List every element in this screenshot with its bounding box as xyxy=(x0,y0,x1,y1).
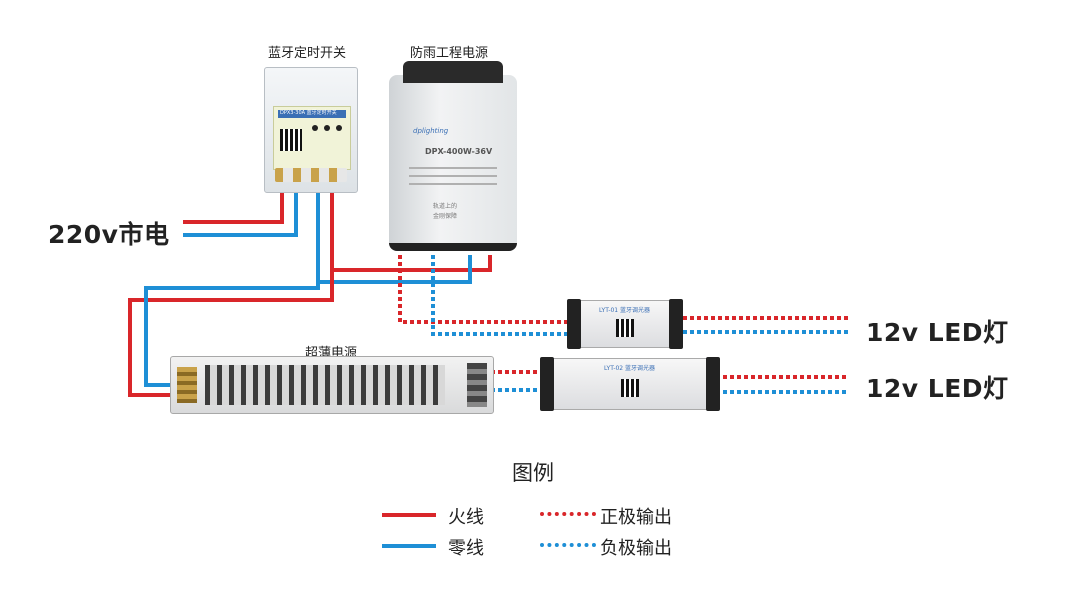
dimmer2-input-terminal xyxy=(540,357,554,411)
mains-label: 220v市电 xyxy=(48,220,170,249)
dimmer2-output-terminal xyxy=(706,357,720,411)
rainproof-mount-bracket xyxy=(403,61,503,83)
timer-button-icon xyxy=(336,125,342,131)
rainproof-negative-output xyxy=(431,255,572,336)
dimmer1-input-terminal xyxy=(567,299,581,349)
timer-qr-code-icon xyxy=(280,129,302,151)
led-output-label-2: 12v LED灯 xyxy=(866,374,1009,403)
legend-live-swatch xyxy=(382,513,436,517)
timer-switch-label: 蓝牙定时开关 xyxy=(268,46,347,61)
rainproof-slogan-2: 金刚保障 xyxy=(433,213,458,220)
dimmer1-qr-code-icon xyxy=(616,319,634,337)
timer-to-rainproof-neutral xyxy=(316,190,472,284)
timer-terminal-block xyxy=(275,168,347,182)
bluetooth-timer-switch: DPX3-30A 蓝牙定时开关 xyxy=(264,67,358,193)
rainproof-power-supply: dplighting DPX-400W-36V 轨道上的 金刚保障 xyxy=(389,61,517,251)
legend-title: 图例 xyxy=(512,461,554,485)
timer-model-text: DPX3-30A 蓝牙定时开关 xyxy=(280,110,337,116)
slim-input-terminal xyxy=(177,367,197,403)
legend-negative-swatch xyxy=(540,543,596,547)
rainproof-brand: dplighting xyxy=(413,127,449,135)
rainproof-supply-label: 防雨工程电源 xyxy=(410,46,489,61)
slim-vent-grille xyxy=(205,365,445,405)
timer-to-slim-neutral xyxy=(144,282,320,387)
spec-line xyxy=(409,183,497,185)
timer-model-strip xyxy=(278,110,346,118)
slim-power-supply xyxy=(170,356,494,414)
legend-neutral-swatch xyxy=(382,544,436,548)
dimmer1-model: LYT-01 蓝牙调光器 xyxy=(599,307,651,314)
legend-negative-label: 负极输出 xyxy=(600,538,672,559)
legend-positive-label: 正极输出 xyxy=(600,507,672,528)
timer-button-icon xyxy=(312,125,318,131)
dimmer2-model: LYT-02 蓝牙调光器 xyxy=(604,365,656,372)
bluetooth-dimmer-2: LYT-02 蓝牙调光器 xyxy=(540,357,720,411)
led-output-label-1: 12v LED灯 xyxy=(866,318,1009,347)
dimmer2-qr-code-icon xyxy=(621,379,639,397)
slim-output-terminal xyxy=(467,363,487,407)
timer-switch-panel: DPX3-30A 蓝牙定时开关 xyxy=(273,106,351,170)
timer-to-slim-live xyxy=(128,270,334,397)
timer-to-rainproof-live xyxy=(330,190,492,272)
legend-positive-swatch xyxy=(540,512,596,516)
rainproof-slogan-1: 轨道上的 xyxy=(433,203,458,210)
mains-live-wire xyxy=(183,190,284,224)
dimmer1-output-terminal xyxy=(669,299,683,349)
spec-line xyxy=(409,167,497,169)
timer-button-icon xyxy=(324,125,330,131)
legend-neutral-label: 零线 xyxy=(448,538,484,559)
bluetooth-dimmer-1: LYT-01 蓝牙调光器 xyxy=(567,299,683,349)
rainproof-positive-output xyxy=(398,255,572,324)
spec-line xyxy=(409,175,497,177)
rainproof-model: DPX-400W-36V xyxy=(425,147,493,156)
legend-live-label: 火线 xyxy=(448,507,484,528)
mains-neutral-wire xyxy=(183,190,298,237)
